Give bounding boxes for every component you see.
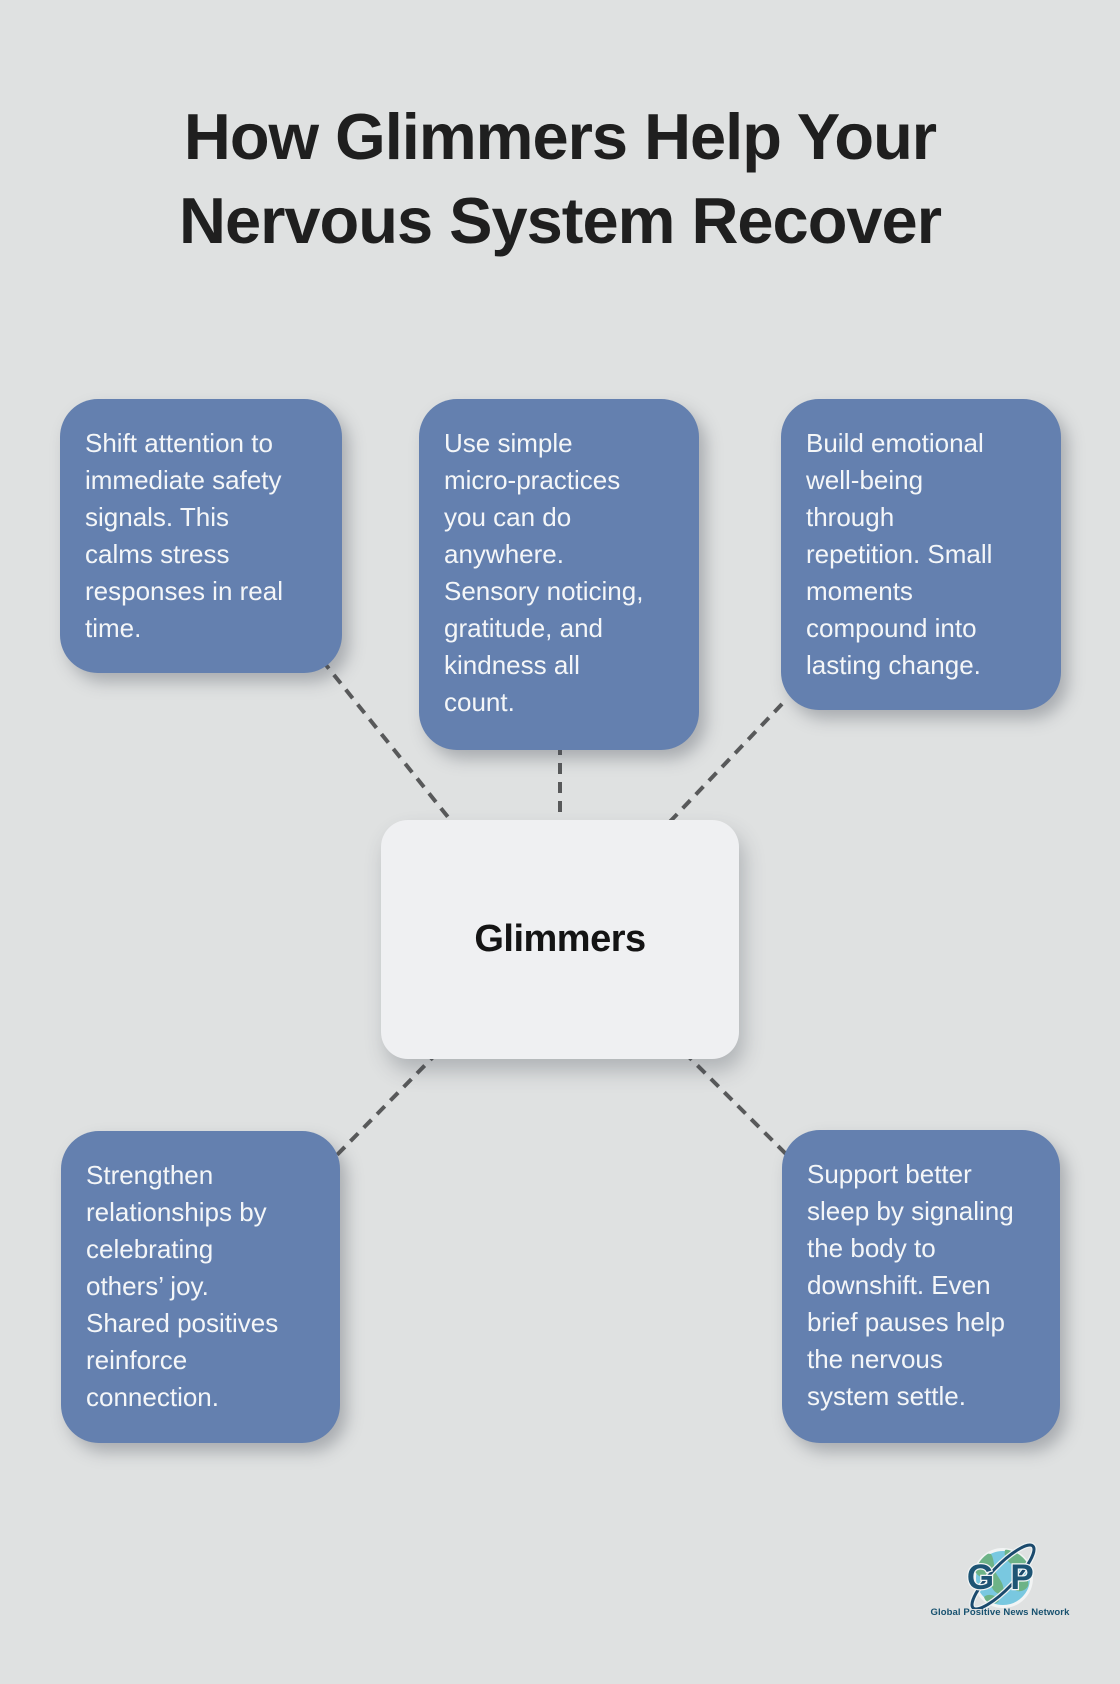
node-micro-practices: Use simple micro-practices you can do an…	[419, 399, 699, 750]
center-node-label: Glimmers	[474, 918, 646, 960]
connector-line-bottom-left	[330, 1050, 440, 1162]
logo-caption: Global Positive News Network	[930, 1607, 1070, 1618]
page-title: How Glimmers Help Your Nervous System Re…	[179, 100, 942, 257]
node-text: Build emotional well-being through repet…	[806, 428, 993, 680]
node-relationships: Strengthen relationships by celebrating …	[61, 1131, 340, 1443]
logo-letter-p: P	[1010, 1558, 1033, 1597]
node-emotional-wellbeing: Build emotional well-being through repet…	[781, 399, 1061, 710]
connector-line-bottom-right	[682, 1050, 790, 1158]
node-text: Use simple micro-practices you can do an…	[444, 428, 644, 717]
logo-letter-g: G	[967, 1558, 994, 1597]
node-sleep: Support better sleep by signaling the bo…	[782, 1130, 1060, 1443]
logo-global-positive-news-network: G P Global Positive News Network	[925, 1533, 1075, 1625]
globe-icon: G P	[966, 1542, 1037, 1609]
center-node-glimmers: Glimmers	[381, 820, 739, 1059]
node-text: Shift attention to immediate safety sign…	[85, 428, 283, 643]
node-shift-attention: Shift attention to immediate safety sign…	[60, 399, 342, 673]
orbit-ring	[969, 1542, 1037, 1609]
node-text: Strengthen relationships by celebrating …	[86, 1160, 279, 1412]
node-text: Support better sleep by signaling the bo…	[807, 1159, 1014, 1411]
connector-line-top-right	[660, 702, 784, 832]
